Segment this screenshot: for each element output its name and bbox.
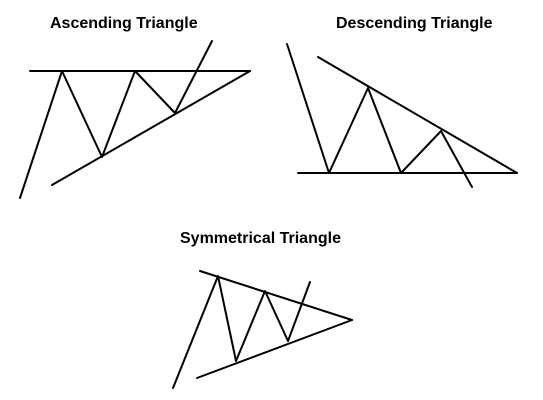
ascending-price-zigzag <box>19 40 213 199</box>
ascending-triangle-diagram: Ascending Triangle <box>19 15 251 199</box>
descending-price-zigzag <box>286 43 473 188</box>
symmetrical-lower-trendline <box>196 319 353 379</box>
descending-resistance-line <box>317 56 518 174</box>
symmetrical-upper-trendline <box>199 270 353 321</box>
symmetrical-triangle-title: Symmetrical Triangle <box>180 230 341 247</box>
descending-triangle-diagram: Descending Triangle <box>286 15 518 188</box>
symmetrical-triangle-diagram: Symmetrical Triangle <box>172 230 353 389</box>
descending-triangle-title: Descending Triangle <box>336 15 493 32</box>
symmetrical-price-zigzag <box>172 275 311 389</box>
ascending-support-line <box>51 70 251 186</box>
ascending-triangle-title: Ascending Triangle <box>50 15 198 32</box>
